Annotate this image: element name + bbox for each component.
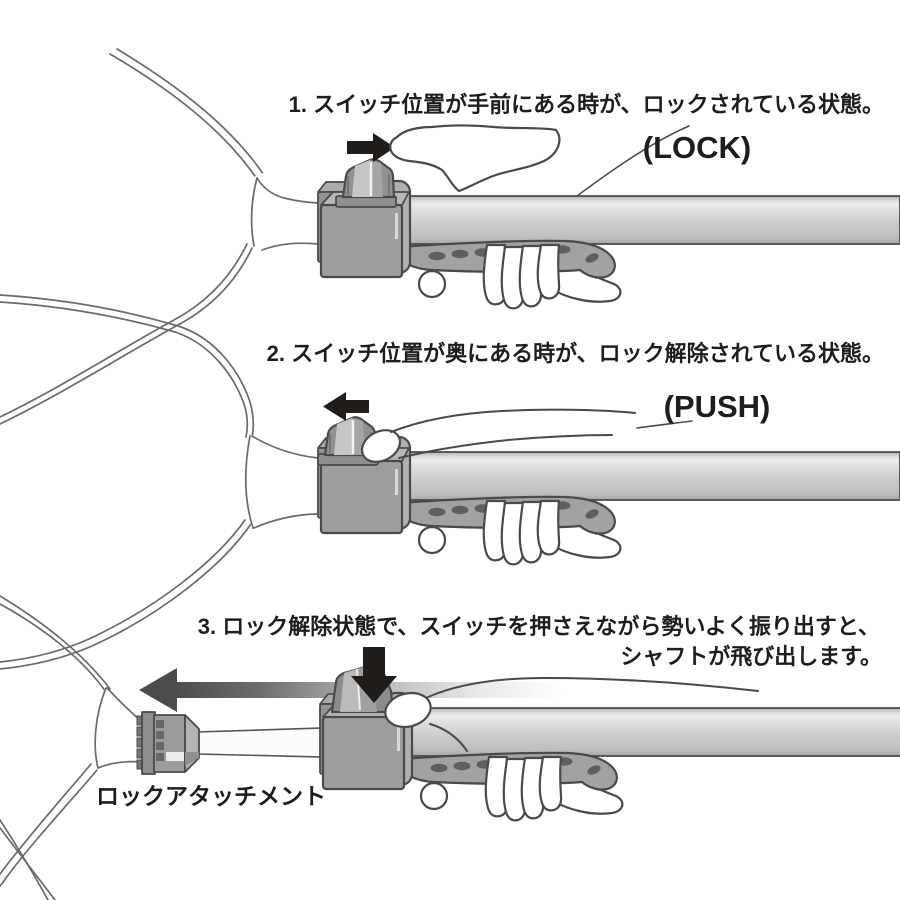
- switch-slit: [356, 668, 361, 711]
- right-arrow-icon: [347, 133, 395, 162]
- left-arrow-icon: [323, 392, 369, 421]
- net-hoop-frame: [0, 48, 319, 425]
- attachment-slot: [156, 742, 164, 750]
- lock-attachment: [136, 711, 200, 775]
- lock-attachment-label: ロックアタッチメント: [96, 783, 326, 809]
- step1-instruction: 1. スイッチ位置が手前にある時が、ロックされている状態。: [289, 92, 884, 117]
- step2-instruction: 2. スイッチ位置が奥にある時が、ロック解除されている状態。: [267, 341, 884, 366]
- pressing-thumb-hand: [384, 676, 759, 752]
- pointing-hand: [389, 124, 561, 193]
- fingertip: [360, 429, 402, 463]
- step3-instruction-line2: シャフトが飛び出します。: [620, 644, 882, 669]
- net-hoop-frame: [0, 294, 319, 670]
- step1-state-label: (LOCK): [643, 130, 751, 165]
- hoop-junction: [94, 686, 142, 770]
- hoop-junction: [253, 172, 318, 250]
- net-hoop-frame: [0, 595, 143, 900]
- step1-illustration: 1. スイッチ位置が手前にある時が、ロックされている状態。 (LOCK): [0, 48, 900, 425]
- attachment-slot: [156, 753, 164, 761]
- attachment-slot: [156, 720, 164, 728]
- hoop-junction: [245, 434, 318, 530]
- attachment-cap: [141, 711, 156, 775]
- inner-shaft-rod: [196, 727, 324, 758]
- down-arrow-icon: [351, 647, 397, 703]
- step3-instruction-line1: 3. ロック解除状態で、スイッチを押さえながら勢いよく振り出すと、: [198, 614, 880, 639]
- attachment-highlight: [166, 752, 184, 761]
- step2-illustration: 2. スイッチ位置が奥にある時が、ロック解除されている状態。 (PUSH): [0, 294, 900, 670]
- attachment-ridges: [136, 715, 145, 770]
- pressing-hand: [360, 408, 636, 463]
- thumb: [384, 691, 432, 729]
- attachment-cone-shade: [185, 752, 199, 766]
- attachment-slot: [156, 731, 164, 739]
- step3-illustration: 3. ロック解除状態で、スイッチを押さえながら勢いよく振り出すと、 シャフトが飛…: [0, 595, 900, 900]
- push-callout-line: [636, 420, 693, 429]
- lock-callout-line: [576, 125, 690, 197]
- step2-state-label: (PUSH): [664, 389, 771, 424]
